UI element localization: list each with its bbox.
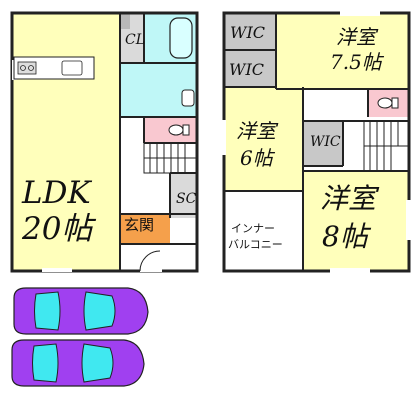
car-icon: [11, 339, 145, 387]
floor-2: [221, 11, 411, 273]
bathtub-icon: [169, 17, 193, 59]
toilet-icon: [168, 124, 190, 136]
room-8-size: 8帖: [322, 220, 368, 253]
room-7-5-label: 洋室: [336, 25, 376, 49]
inner-balcony-label-2: バルコニー: [228, 238, 283, 251]
ldk-size-label: 20帖: [22, 211, 93, 247]
staircase-2f: [363, 120, 410, 172]
entrance-step: [170, 218, 197, 244]
room-6-size: 6帖: [240, 146, 273, 170]
floor-1: [10, 11, 199, 273]
sink-icon: [181, 89, 195, 107]
kitchen-sink-icon: [61, 60, 83, 76]
entrance-room: [120, 214, 170, 244]
closet-detail: [120, 13, 130, 29]
wic-room-a: [224, 13, 276, 50]
wic-label-c: WIC: [310, 134, 341, 150]
entrance-label: 玄関: [124, 216, 155, 234]
inner-balcony: [224, 191, 303, 271]
wic-room-b: [224, 50, 276, 87]
closet-label: CL: [125, 32, 146, 48]
car-icon: [13, 287, 149, 335]
storage-room: [170, 173, 197, 218]
room-6: [224, 87, 303, 191]
room-7-5-size: 7.5帖: [330, 50, 382, 74]
wic-label-a: WIC: [230, 23, 266, 42]
room-6-label: 洋室: [236, 119, 276, 143]
ldk-room: [12, 13, 120, 271]
parking-cars: [11, 287, 149, 387]
wic-room-c: [303, 121, 343, 166]
staircase-1f: [143, 142, 198, 174]
kitchen-counter: [13, 56, 95, 80]
windows-2f: [221, 11, 411, 273]
ldk-label: LDK: [22, 175, 91, 211]
toilet-icon: [377, 97, 399, 109]
storage-label: SC: [176, 191, 197, 207]
wic-label-b: WIC: [229, 60, 265, 79]
kitchen-stove-icon: [17, 61, 37, 75]
room-8: [303, 171, 409, 271]
room-7-5: [276, 13, 409, 89]
walls-1f: [10, 11, 199, 273]
inner-balcony-label: インナー: [231, 222, 275, 235]
room-8-label: 洋室: [320, 182, 377, 215]
